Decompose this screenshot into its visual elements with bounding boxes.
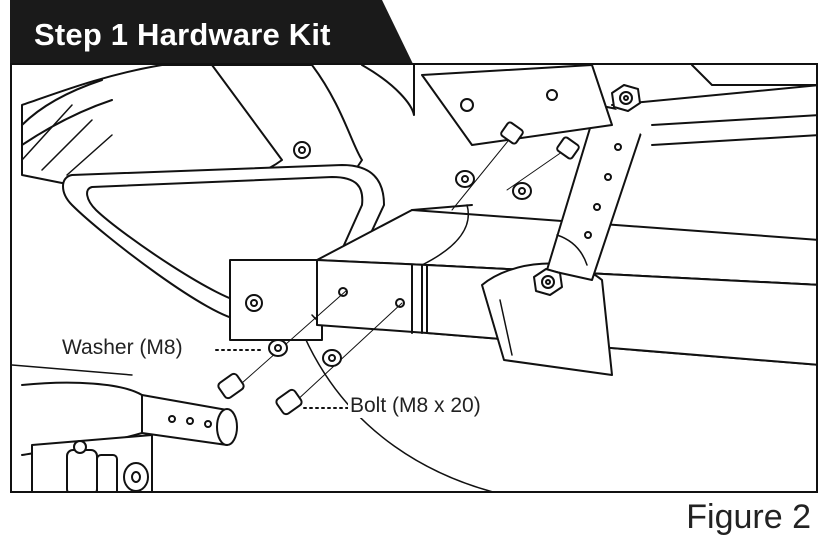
- title-tab-background: [10, 0, 414, 66]
- upper-frame: [421, 65, 816, 146]
- step-title-tab: Step 1 Hardware Kit: [10, 0, 414, 66]
- assembly-illustration: [12, 65, 816, 491]
- wheel-arc: [291, 304, 493, 491]
- axle-shaft: [12, 364, 238, 456]
- shroud-housing: [21, 65, 415, 191]
- axle-hub: [31, 434, 153, 491]
- lower-bracket-housing: [229, 259, 345, 341]
- linkage-nut-bottom: [533, 268, 563, 296]
- assembly-figure-frame: [10, 63, 818, 493]
- lower-bolts: [217, 289, 403, 416]
- step-title: Step 1 Hardware Kit: [34, 17, 331, 52]
- upper-bolts: [451, 121, 580, 211]
- linkage-nut-top: [611, 84, 641, 112]
- figure-caption: Figure 2: [686, 498, 811, 536]
- bolt-callout: Bolt (M8 x 20): [348, 394, 483, 418]
- washer-callout: Washer (M8): [60, 336, 185, 360]
